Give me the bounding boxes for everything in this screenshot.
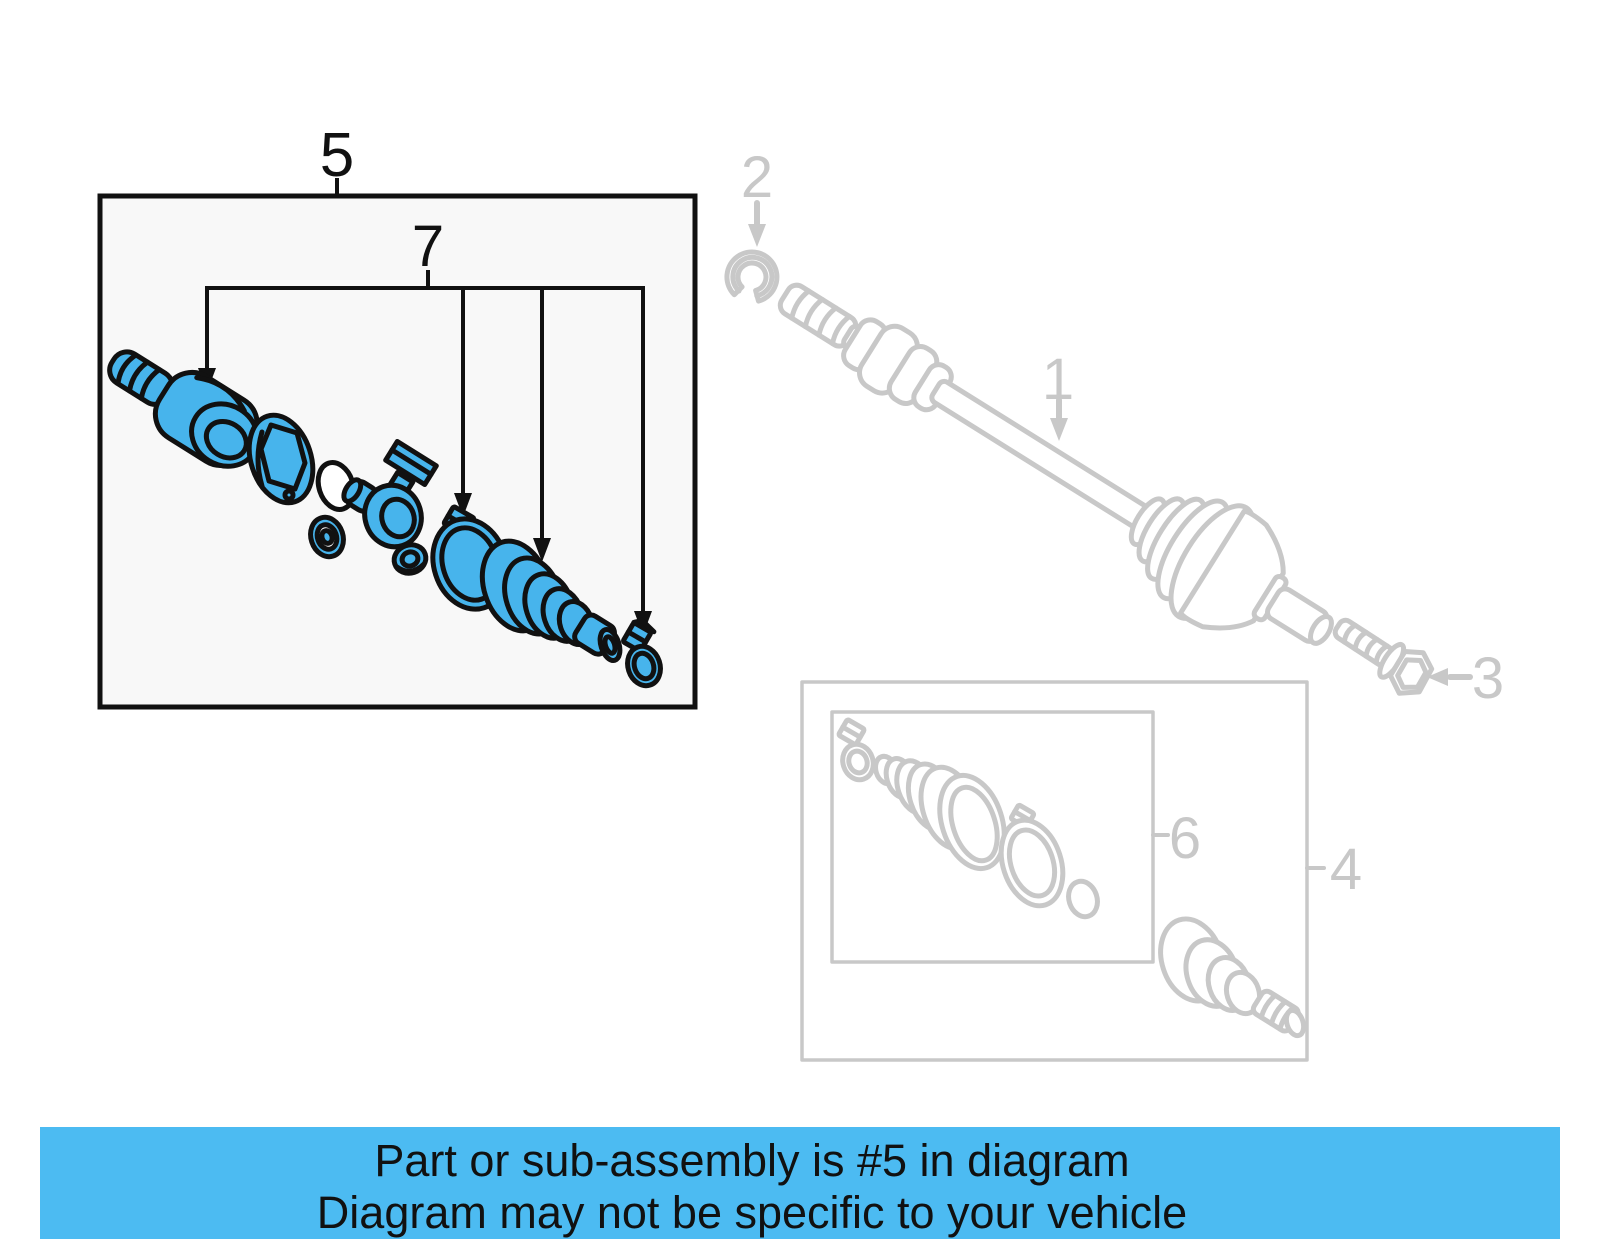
callout-3-label: 3 — [1472, 646, 1504, 711]
callout-6-label: 6 — [1169, 806, 1201, 871]
context-drawing — [724, 200, 1473, 1062]
banner-line-2: Diagram may not be specific to your vehi… — [317, 1187, 1187, 1238]
callout-5-label: 5 — [320, 121, 354, 190]
context-callout-labels: 2 1 3 4 6 — [741, 145, 1504, 902]
callout-2-label: 2 — [741, 145, 773, 210]
axle-shaft-part — [777, 282, 1334, 646]
kit-box-4 — [800, 680, 1309, 1062]
boot-kit-boot — [873, 753, 1007, 872]
outer-cv-joint-part — [1158, 916, 1307, 1039]
joint-cage-part — [246, 412, 316, 506]
highlighted-parts — [107, 349, 663, 689]
snap-ring-part — [724, 249, 780, 304]
callout-4-label: 4 — [1330, 837, 1362, 902]
callout-7-label: 7 — [412, 214, 444, 279]
nut-ring-part — [391, 542, 429, 576]
cv-boot-part — [479, 538, 623, 663]
boot-kit-ring — [1066, 878, 1100, 920]
banner-text: Part or sub-assembly is #5 in diagram Di… — [317, 1135, 1187, 1238]
leader-lines — [205, 178, 645, 614]
bearing-ring-part — [308, 514, 346, 560]
small-clamp-part — [621, 617, 663, 689]
boot-kit-large-clamp — [998, 802, 1066, 909]
tripod-hub-part — [341, 438, 439, 550]
boot-kit-small-clamp — [836, 717, 876, 783]
inner-cv-joint-part — [107, 349, 260, 469]
banner-line-1: Part or sub-assembly is #5 in diagram — [374, 1135, 1129, 1186]
highlight-banner — [40, 1127, 1560, 1239]
callout-1-label: 1 — [1042, 347, 1074, 412]
highlight-callout-labels: 5 7 — [320, 121, 444, 279]
context-arrowheads — [748, 224, 1448, 686]
bolt-part — [1332, 617, 1435, 696]
